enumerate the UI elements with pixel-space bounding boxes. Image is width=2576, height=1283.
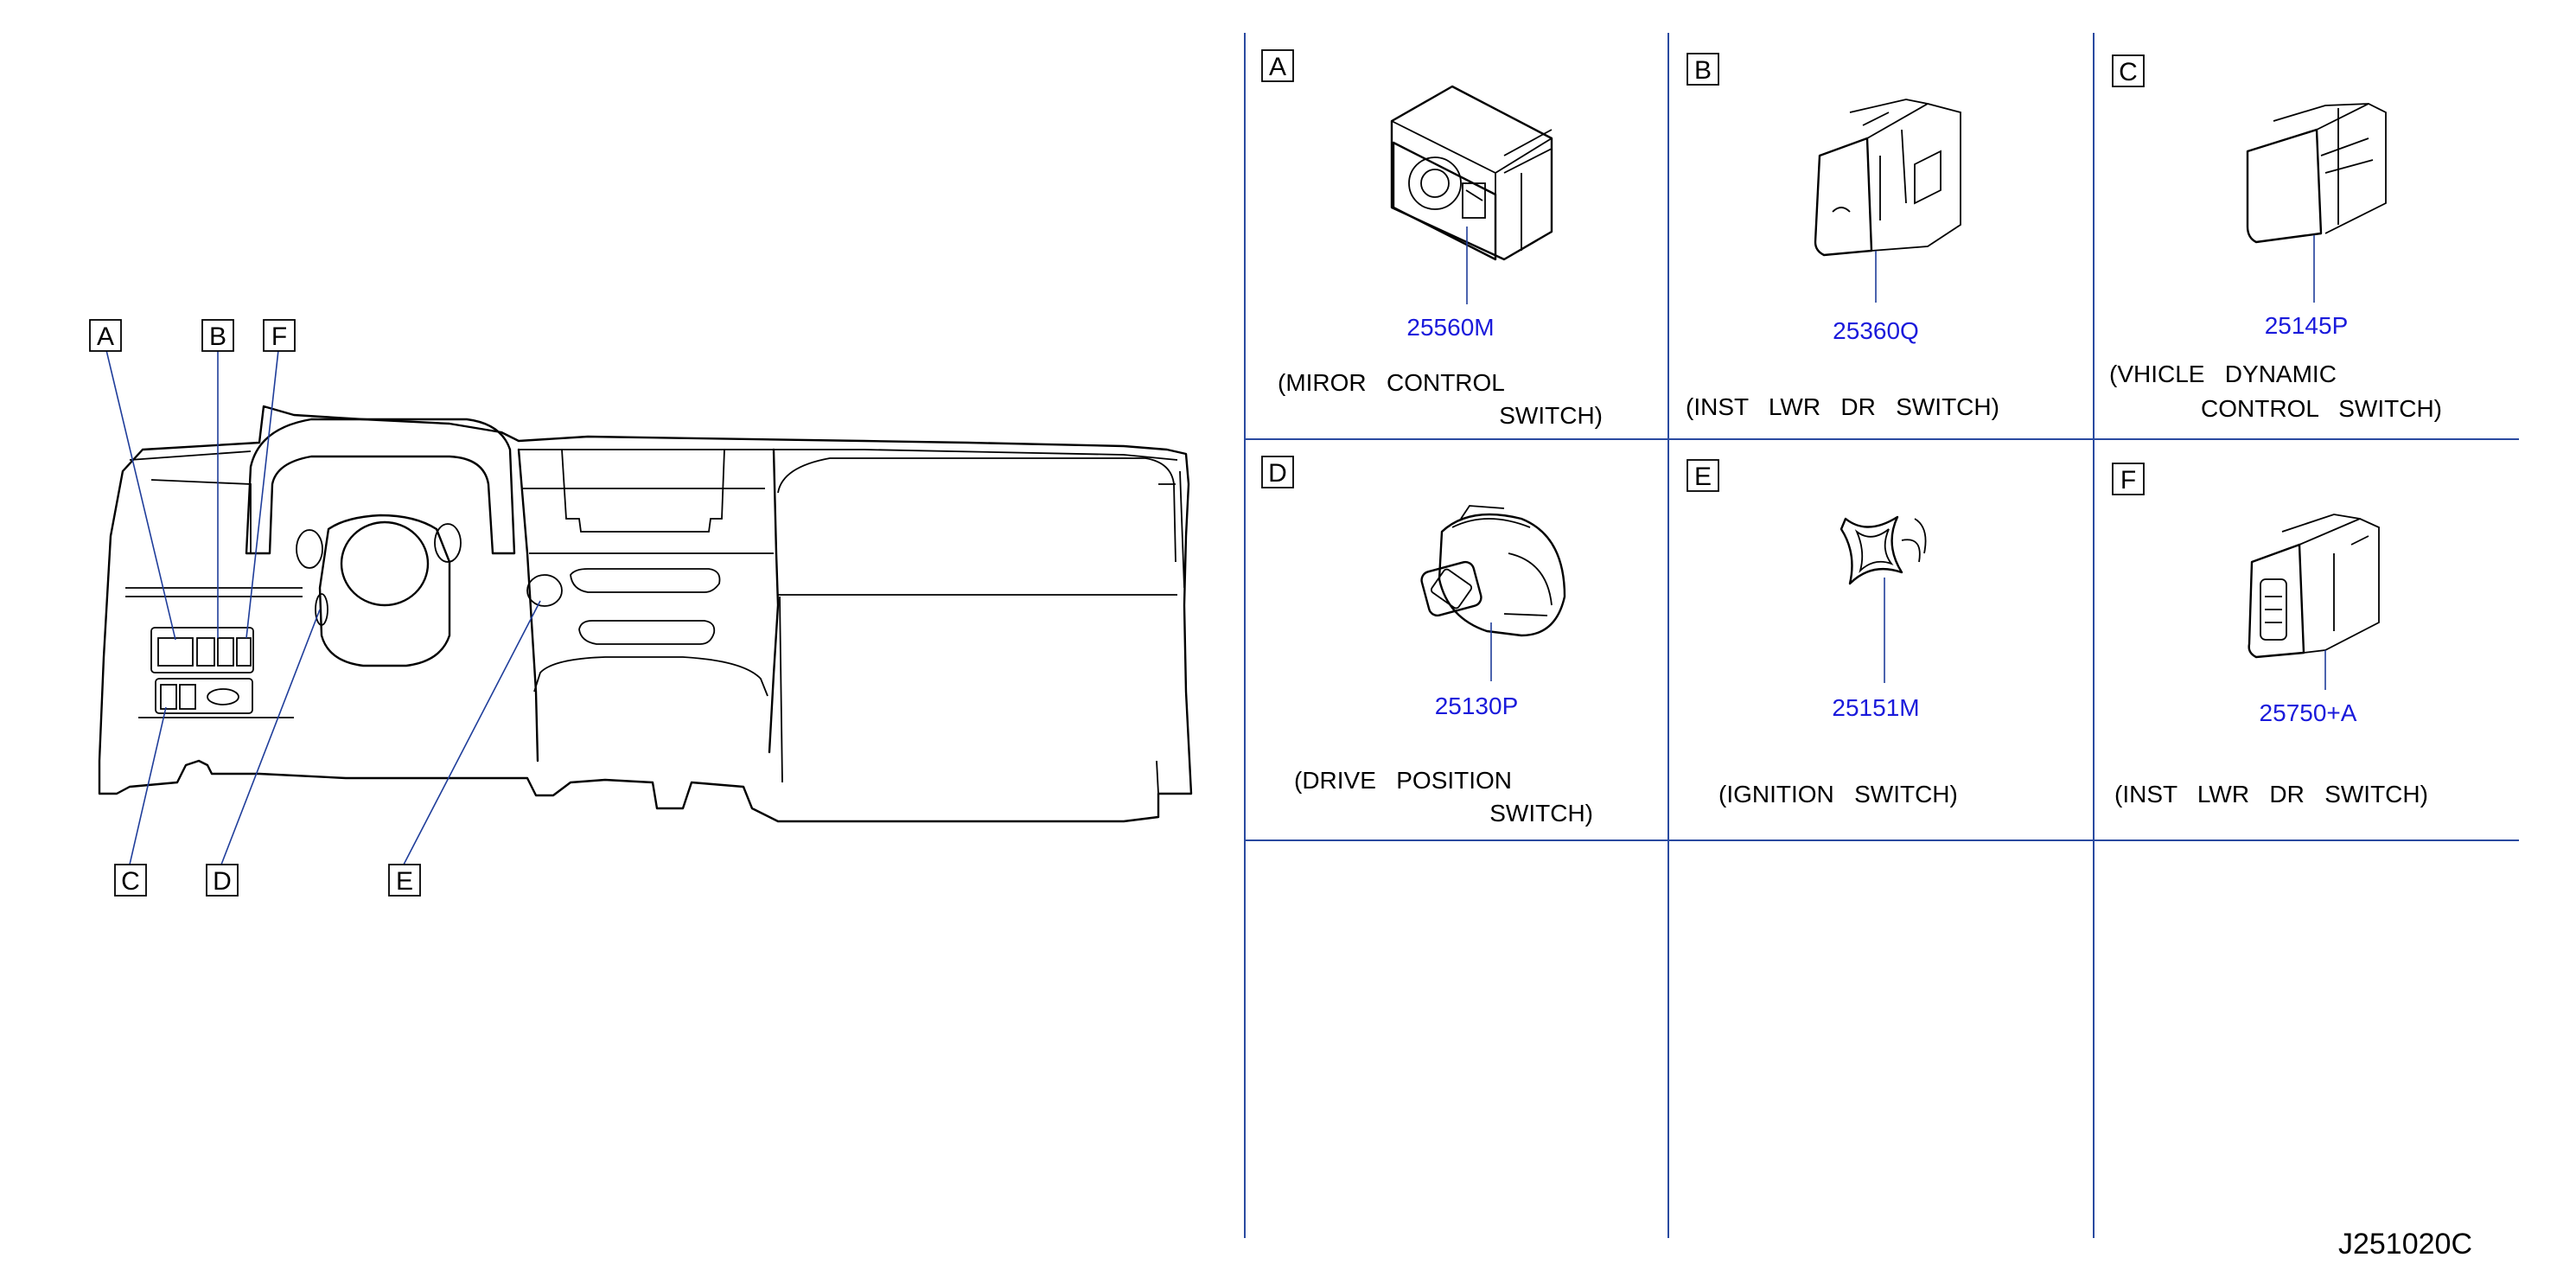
dash-top-line — [129, 449, 1178, 461]
part-f-number: 25750+A — [2260, 699, 2357, 726]
part-a-letter: A — [1269, 53, 1286, 81]
part-c-desc-line1: (VHICLE DYNAMIC — [2109, 361, 2337, 387]
dash-left-panel — [125, 479, 303, 718]
vehicle-dynamic-control-switch-illustration — [2246, 102, 2387, 244]
part-d-desc-line1: (DRIVE POSITION — [1294, 767, 1512, 794]
part-b-desc-line1: (INST LWR DR SWITCH) — [1686, 393, 1999, 420]
part-cell-d: D 25130P (DRIVE POSITION SWITCH) — [1261, 456, 1593, 827]
diagram-code: J251020C — [2338, 1228, 2472, 1261]
part-a-desc-line2: SWITCH) — [1499, 402, 1603, 429]
callout-f-label: F — [271, 322, 287, 351]
part-f-letter: F — [2120, 466, 2136, 495]
part-b-letter: B — [1694, 56, 1712, 85]
part-a-number: 25560M — [1406, 314, 1494, 341]
center-stack — [517, 448, 780, 763]
callout-e: E — [388, 864, 421, 897]
part-cell-c: C 25145P (VHICLE DYNAMIC CONTROL SWITCH) — [2109, 54, 2442, 422]
part-d-number: 25130P — [1435, 693, 1519, 719]
steering-wheel — [296, 514, 462, 667]
ignition-switch-illustration — [1840, 515, 1927, 585]
part-e-desc-line1: (IGNITION SWITCH) — [1718, 781, 1958, 807]
mirror-control-switch-illustration — [1390, 85, 1553, 261]
part-e-letter: E — [1694, 463, 1712, 491]
part-d-letter: D — [1268, 459, 1287, 488]
callout-c: C — [114, 864, 147, 897]
part-cell-e: E 25151M (IGNITION SWITCH) — [1687, 459, 1958, 807]
part-cell-b: B 25360Q (INST LWR DR SWITCH) — [1686, 53, 1999, 420]
callout-f: F — [263, 319, 296, 352]
callout-d-label: D — [213, 867, 232, 896]
part-cell-a: A 25560M (MIROR CONTROL SWITCH) — [1261, 49, 1603, 429]
part-c-number: 25145P — [2265, 312, 2349, 339]
part-e-number: 25151M — [1832, 694, 1919, 721]
callout-e-label: E — [396, 867, 413, 896]
parts-table-grid — [1244, 33, 2519, 1238]
right-edge — [1158, 470, 1185, 589]
callout-b: B — [201, 319, 234, 352]
part-d-desc-line2: SWITCH) — [1489, 800, 1593, 827]
overview-leaders — [105, 349, 541, 865]
part-cell-f: F 25750+A (INST LWR DR SWITCH) — [2112, 463, 2428, 807]
callout-d: D — [206, 864, 239, 897]
callout-a-label: A — [97, 322, 114, 351]
glovebox — [777, 457, 1177, 795]
callout-c-label: C — [121, 867, 140, 896]
callout-a: A — [89, 319, 122, 352]
instrument-hood — [245, 418, 516, 555]
part-a-desc-line1: (MIROR CONTROL — [1278, 369, 1505, 396]
drive-position-switch-illustration — [1420, 505, 1566, 637]
dashboard-outline — [98, 405, 1193, 823]
part-b-number: 25360Q — [1833, 317, 1919, 344]
inst-lwr-dr-switch-illustration — [1814, 99, 1961, 257]
part-c-desc-line2: CONTROL SWITCH) — [2201, 395, 2442, 422]
part-c-letter: C — [2119, 58, 2138, 86]
dashboard-overview: A B F C D E — [89, 319, 1193, 897]
switch-cluster — [150, 627, 254, 714]
inst-lwr-dr-switch-f-illustration — [2248, 514, 2380, 659]
part-f-desc-line1: (INST LWR DR SWITCH) — [2114, 781, 2428, 807]
callout-b-label: B — [209, 322, 226, 351]
